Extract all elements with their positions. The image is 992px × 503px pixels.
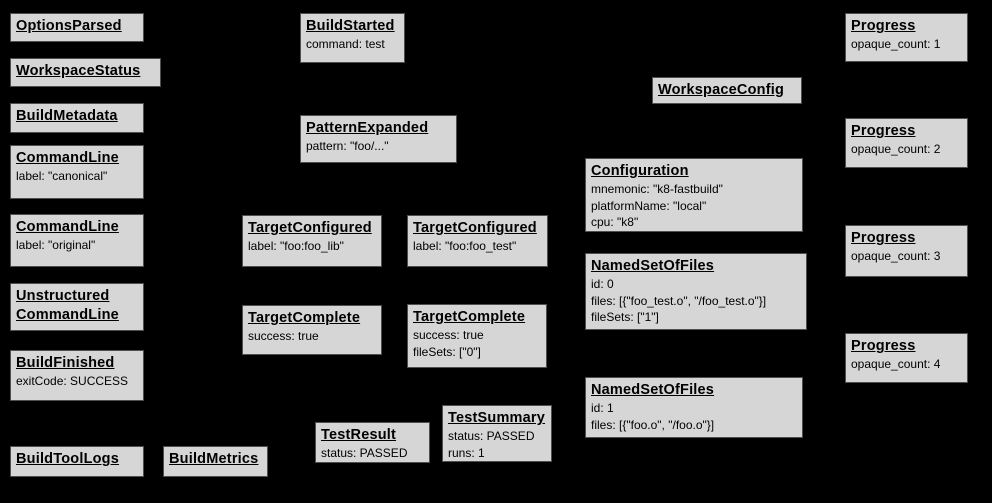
event-title: TargetComplete [248, 310, 361, 326]
event-title: Progress [851, 338, 916, 354]
event-title: TargetComplete [413, 309, 526, 325]
event-title: Progress [851, 123, 916, 139]
event-attribute: runs: 1 [448, 445, 485, 460]
event-title: TestSummary [448, 410, 546, 426]
event-title: OptionsParsed [16, 18, 122, 34]
event-box-progress-4: Progress opaque_count: 4 [845, 333, 968, 383]
event-title: Unstructured CommandLine [16, 288, 119, 323]
event-box-progress-1: Progress opaque_count: 1 [845, 13, 968, 62]
event-title: WorkspaceConfig [658, 82, 785, 98]
event-attribute: mnemonic: "k8-fastbuild" [591, 182, 723, 196]
event-attribute: platformName: "local" [591, 198, 707, 213]
event-box-workspace-status: WorkspaceStatus [10, 58, 161, 87]
event-title: CommandLine [16, 150, 119, 166]
event-title: Progress [851, 230, 916, 246]
event-attribute: opaque_count: 2 [851, 142, 941, 156]
event-box-configuration: Configuration mnemonic: "k8-fastbuild" pla… [585, 158, 803, 232]
event-box-target-configured-lib: TargetConfigured label: "foo:foo_lib" [242, 215, 382, 267]
event-box-options-parsed: OptionsParsed [10, 13, 144, 42]
event-box-target-complete-test: TargetComplete success: true fileSets: ["0… [407, 304, 547, 368]
event-attribute: opaque_count: 1 [851, 37, 941, 51]
event-box-build-metadata: BuildMetadata [10, 103, 144, 133]
event-box-build-tool-logs: BuildToolLogs [10, 446, 144, 477]
event-attribute: opaque_count: 3 [851, 249, 941, 263]
event-title: TargetConfigured [248, 220, 372, 236]
event-title: TestResult [321, 427, 397, 443]
event-title: PatternExpanded [306, 120, 429, 136]
event-box-command-line-canonical: CommandLine label: "canonical" [10, 145, 144, 199]
event-box-pattern-expanded: PatternExpanded pattern: "foo/..." [300, 115, 457, 163]
event-attribute: label: "original" [16, 238, 96, 252]
event-attribute: label: "foo:foo_lib" [248, 239, 344, 253]
event-box-command-line-original: CommandLine label: "original" [10, 214, 144, 267]
event-title: Progress [851, 18, 916, 34]
event-title: CommandLine [16, 219, 119, 235]
event-box-build-started: BuildStarted command: test [300, 13, 405, 63]
event-box-progress-3: Progress opaque_count: 3 [845, 225, 968, 277]
event-title: WorkspaceStatus [16, 63, 141, 79]
event-title: BuildFinished [16, 355, 115, 371]
event-attribute: files: [{"foo_test.o", "/foo_test.o"}] [591, 293, 767, 308]
event-title: BuildToolLogs [16, 451, 120, 467]
event-attribute: id: 1 [591, 401, 614, 415]
event-attribute: fileSets: ["1"] [591, 310, 659, 324]
event-title: NamedSetOfFiles [591, 258, 715, 274]
event-attribute: exitCode: SUCCESS [16, 374, 129, 388]
event-attribute: pattern: "foo/..." [306, 139, 389, 153]
event-box-test-summary: TestSummary status: PASSED runs: 1 [442, 405, 552, 462]
event-box-progress-2: Progress opaque_count: 2 [845, 118, 968, 168]
event-box-named-set-of-files-1: NamedSetOfFiles id: 1 files: [{"foo.o", "/… [585, 377, 803, 438]
event-attribute: cpu: "k8" [591, 215, 639, 229]
event-attribute: command: test [306, 37, 385, 51]
event-title: TargetConfigured [413, 220, 537, 236]
event-title: BuildStarted [306, 18, 395, 34]
event-attribute: files: [{"foo.o", "/foo.o"}] [591, 417, 715, 432]
event-box-target-complete-lib: TargetComplete success: true [242, 305, 382, 355]
event-title: BuildMetrics [169, 451, 259, 467]
event-attribute: status: PASSED [448, 429, 535, 443]
event-title: NamedSetOfFiles [591, 382, 715, 398]
event-attribute: fileSets: ["0"] [413, 344, 481, 359]
event-box-build-metrics: BuildMetrics [163, 446, 268, 477]
event-attribute: label: "foo:foo_test" [413, 239, 517, 253]
event-box-unstructured-command-line: Unstructured CommandLine [10, 283, 144, 331]
event-title: BuildMetadata [16, 108, 118, 124]
event-box-workspace-config: WorkspaceConfig [652, 77, 802, 104]
event-title: Configuration [591, 163, 689, 179]
event-attribute: id: 0 [591, 277, 614, 291]
event-attribute: status: PASSED [321, 446, 408, 460]
event-box-named-set-of-files-0: NamedSetOfFiles id: 0 files: [{"foo_test.o… [585, 253, 807, 330]
event-box-test-result: TestResult status: PASSED [315, 422, 430, 463]
event-attribute: success: true [248, 329, 319, 343]
event-attribute: success: true [413, 328, 484, 342]
event-box-target-configured-test: TargetConfigured label: "foo:foo_test" [407, 215, 548, 267]
event-box-build-finished: BuildFinished exitCode: SUCCESS [10, 350, 144, 401]
event-attribute: opaque_count: 4 [851, 357, 941, 371]
event-attribute: label: "canonical" [16, 169, 108, 183]
